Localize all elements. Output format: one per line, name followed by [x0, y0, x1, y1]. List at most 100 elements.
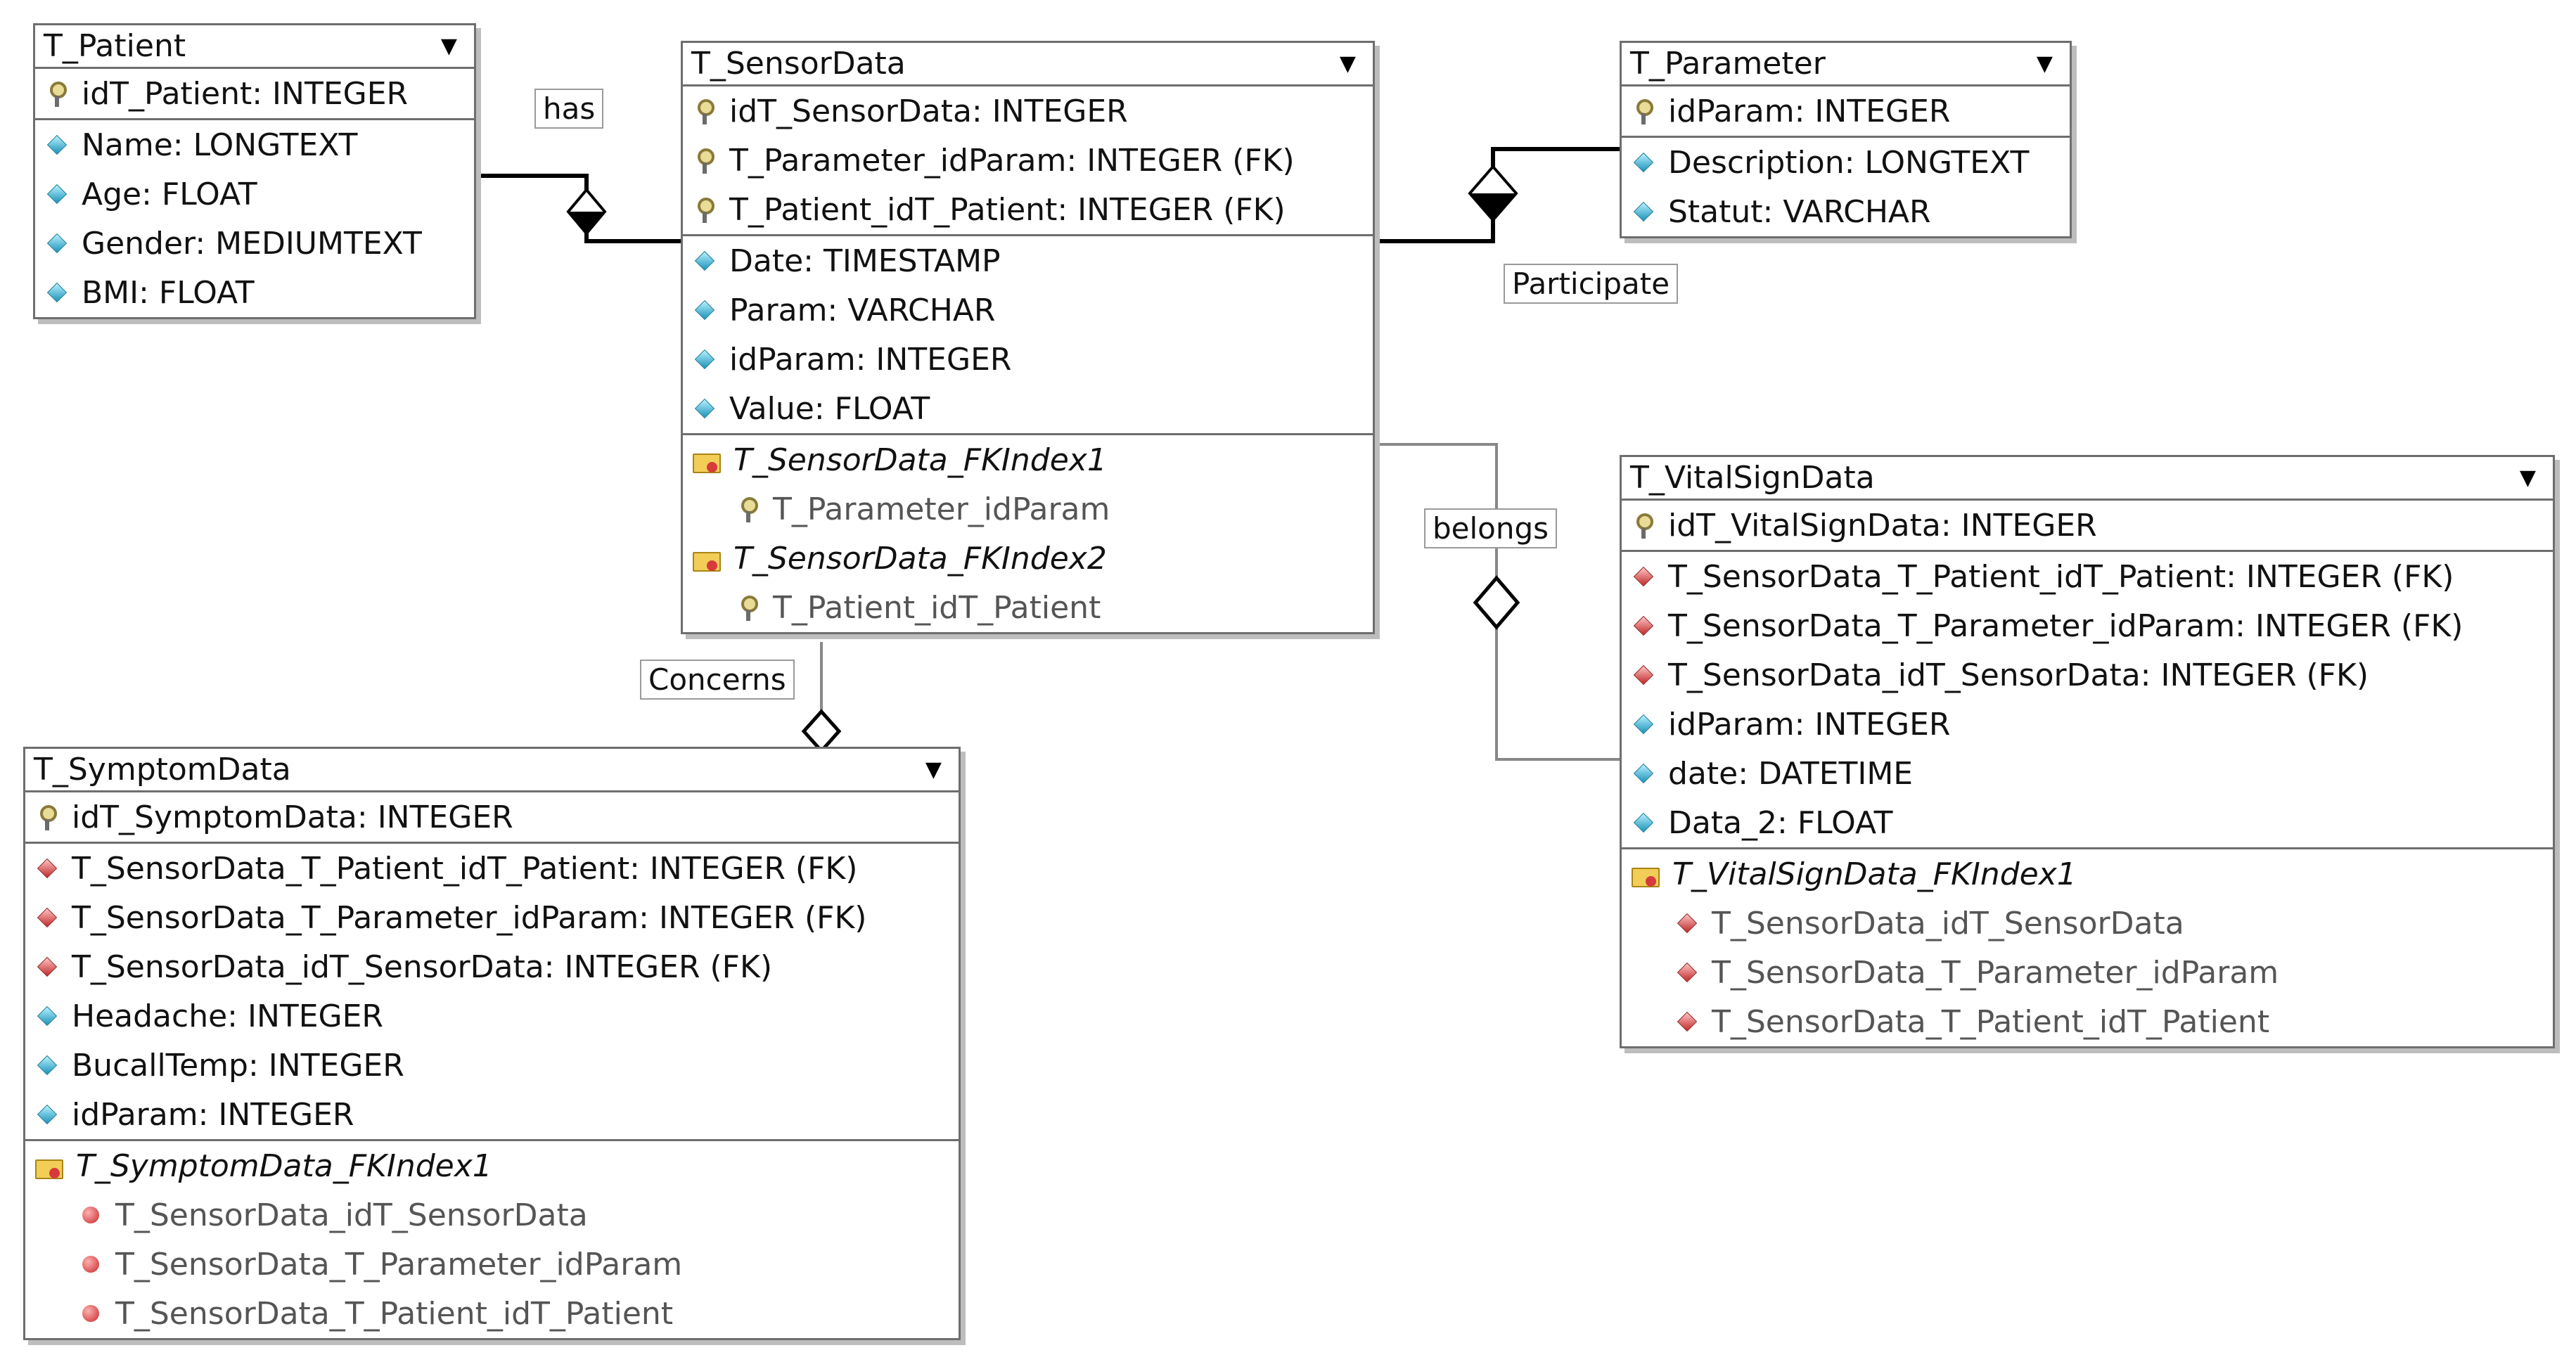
- attr-row[interactable]: idParam: INTEGER: [25, 1090, 959, 1139]
- attr-row[interactable]: Name: LONGTEXT: [35, 120, 474, 169]
- entity-t-vitalsigndata[interactable]: T_VitalSignData ▼ idT_VitalSignData: INT…: [1620, 455, 2555, 1048]
- key-icon: [1632, 99, 1655, 124]
- attr-row[interactable]: Gender: MEDIUMTEXT: [35, 219, 474, 268]
- attr-row[interactable]: date: DATETIME: [1622, 749, 2553, 798]
- index-column-row[interactable]: T_Parameter_idParam: [683, 484, 1373, 534]
- entity-t-parameter[interactable]: T_Parameter ▼ idParam: INTEGER Descripti…: [1620, 41, 2072, 238]
- pk-row[interactable]: idT_Patient: INTEGER: [35, 69, 474, 118]
- index-column-row-label: T_SensorData_idT_SensorData: [1712, 905, 2184, 941]
- blue-diamond-icon: [45, 281, 69, 304]
- index-row-label: T_SensorData_FKIndex2: [733, 540, 1107, 577]
- pk-row[interactable]: T_Parameter_idParam: INTEGER (FK): [683, 136, 1373, 185]
- pk-row[interactable]: idT_SymptomData: INTEGER: [25, 792, 959, 842]
- pk-row[interactable]: idT_VitalSignData: INTEGER: [1622, 501, 2553, 550]
- pk-row[interactable]: idParam: INTEGER: [1622, 86, 2070, 136]
- index-column-row-label: T_SensorData_T_Parameter_idParam: [1712, 954, 2279, 991]
- relation-label-has[interactable]: has: [534, 89, 604, 129]
- key-icon: [693, 198, 717, 223]
- attr-row[interactable]: Value: FLOAT: [683, 384, 1373, 433]
- dropdown-caret-icon[interactable]: ▼: [2036, 51, 2053, 76]
- attr-row[interactable]: Age: FLOAT: [35, 169, 474, 219]
- index-column-row[interactable]: T_SensorData_T_Parameter_idParam: [1622, 948, 2553, 997]
- belongs-diamond-icon: [1473, 575, 1520, 630]
- entity-t-symptomdata[interactable]: T_SymptomData ▼ idT_SymptomData: INTEGER…: [23, 747, 961, 1340]
- index-column-row[interactable]: T_SensorData_idT_SensorData: [1622, 899, 2553, 948]
- attr-row[interactable]: idParam: INTEGER: [683, 335, 1373, 384]
- relation-label-participate[interactable]: Participate: [1504, 264, 1679, 304]
- fk-row[interactable]: T_SensorData_T_Parameter_idParam: INTEGE…: [1622, 601, 2553, 650]
- attr-row-label: BucallTemp: INTEGER: [72, 1047, 404, 1084]
- index-column-row-label: T_Patient_idT_Patient: [773, 589, 1101, 626]
- attr-row[interactable]: Date: TIMESTAMP: [683, 236, 1373, 285]
- index-row[interactable]: T_SensorData_FKIndex2: [683, 534, 1373, 583]
- pk-row-label: idT_Patient: INTEGER: [82, 75, 409, 112]
- red-ball-icon: [79, 1252, 103, 1276]
- attr-row-label: idParam: INTEGER: [729, 341, 1012, 378]
- blue-diamond-icon: [693, 397, 717, 420]
- key-icon: [1632, 513, 1655, 539]
- attr-row[interactable]: idParam: INTEGER: [1622, 700, 2553, 749]
- index-column-row-label: T_Parameter_idParam: [773, 491, 1110, 527]
- index-row[interactable]: T_SensorData_FKIndex1: [683, 435, 1373, 484]
- pk-row[interactable]: idT_SensorData: INTEGER: [683, 86, 1373, 136]
- index-column-row[interactable]: T_SensorData_T_Patient_idT_Patient: [1622, 997, 2553, 1046]
- blue-diamond-icon: [35, 1053, 59, 1077]
- fk-row[interactable]: T_SensorData_T_Patient_idT_Patient: INTE…: [25, 844, 959, 893]
- index-column-row[interactable]: T_SensorData_idT_SensorData: [25, 1190, 959, 1240]
- red-diamond-icon: [35, 955, 59, 979]
- fk-row[interactable]: T_SensorData_T_Parameter_idParam: INTEGE…: [25, 893, 959, 942]
- key-icon: [736, 497, 760, 522]
- dropdown-caret-icon[interactable]: ▼: [1339, 51, 1356, 76]
- fk-row[interactable]: T_SensorData_T_Patient_idT_Patient: INTE…: [1622, 552, 2553, 601]
- blue-diamond-icon: [1632, 150, 1655, 174]
- attr-row[interactable]: Statut: VARCHAR: [1622, 187, 2070, 236]
- attr-row[interactable]: Param: VARCHAR: [683, 285, 1373, 335]
- attr-row-label: Age: FLOAT: [82, 176, 257, 212]
- fk-row[interactable]: T_SensorData_idT_SensorData: INTEGER (FK…: [25, 942, 959, 991]
- attr-row[interactable]: Description: LONGTEXT: [1622, 138, 2070, 187]
- entity-header[interactable]: T_SymptomData ▼: [25, 749, 959, 792]
- index-row[interactable]: T_SymptomData_FKIndex1: [25, 1141, 959, 1190]
- attr-row-label: BMI: FLOAT: [82, 274, 255, 311]
- attr-row[interactable]: BMI: FLOAT: [35, 268, 474, 317]
- fk-row[interactable]: T_SensorData_idT_SensorData: INTEGER (FK…: [1622, 650, 2553, 700]
- dropdown-caret-icon[interactable]: ▼: [2519, 465, 2536, 490]
- blue-diamond-icon: [693, 249, 717, 273]
- fk-row-label: T_SensorData_T_Patient_idT_Patient: INTE…: [72, 850, 858, 887]
- entity-title: T_SensorData: [691, 46, 906, 82]
- entity-t-patient[interactable]: T_Patient ▼ idT_Patient: INTEGER Name: L…: [33, 23, 476, 319]
- index-row-label: T_SymptomData_FKIndex1: [76, 1148, 492, 1184]
- pk-row-label: idParam: INTEGER: [1668, 93, 1951, 129]
- attr-row[interactable]: Headache: INTEGER: [25, 991, 959, 1041]
- relation-label-concerns[interactable]: Concerns: [640, 660, 795, 700]
- index-column-row[interactable]: T_SensorData_T_Parameter_idParam: [25, 1240, 959, 1289]
- entity-header[interactable]: T_Patient ▼: [35, 25, 474, 69]
- red-diamond-icon: [35, 856, 59, 880]
- concerns-diamond-icon: [801, 709, 842, 754]
- entity-header[interactable]: T_Parameter ▼: [1622, 43, 2070, 86]
- index-folder-icon: [693, 546, 721, 572]
- index-row[interactable]: T_VitalSignData_FKIndex1: [1622, 849, 2553, 899]
- key-icon: [736, 596, 760, 621]
- attr-row[interactable]: Data_2: FLOAT: [1622, 798, 2553, 847]
- blue-diamond-icon: [1632, 200, 1655, 224]
- blue-diamond-icon: [693, 347, 717, 371]
- attr-row-label: Param: VARCHAR: [729, 292, 996, 328]
- index-folder-icon: [693, 448, 721, 473]
- relation-label-belongs[interactable]: belongs: [1424, 508, 1558, 548]
- blue-diamond-icon: [693, 298, 717, 322]
- entity-header[interactable]: T_SensorData ▼: [683, 43, 1373, 86]
- dropdown-caret-icon[interactable]: ▼: [925, 757, 942, 782]
- pk-section: idT_VitalSignData: INTEGER: [1622, 501, 2553, 552]
- attr-row[interactable]: BucallTemp: INTEGER: [25, 1041, 959, 1090]
- index-column-row[interactable]: T_Patient_idT_Patient: [683, 583, 1373, 632]
- pk-row[interactable]: T_Patient_idT_Patient: INTEGER (FK): [683, 185, 1373, 234]
- dropdown-caret-icon[interactable]: ▼: [440, 34, 457, 58]
- red-diamond-icon: [1632, 614, 1655, 638]
- entity-header[interactable]: T_VitalSignData ▼: [1622, 457, 2553, 501]
- attr-row-label: Headache: INTEGER: [72, 998, 384, 1034]
- index-column-row[interactable]: T_SensorData_T_Patient_idT_Patient: [25, 1289, 959, 1338]
